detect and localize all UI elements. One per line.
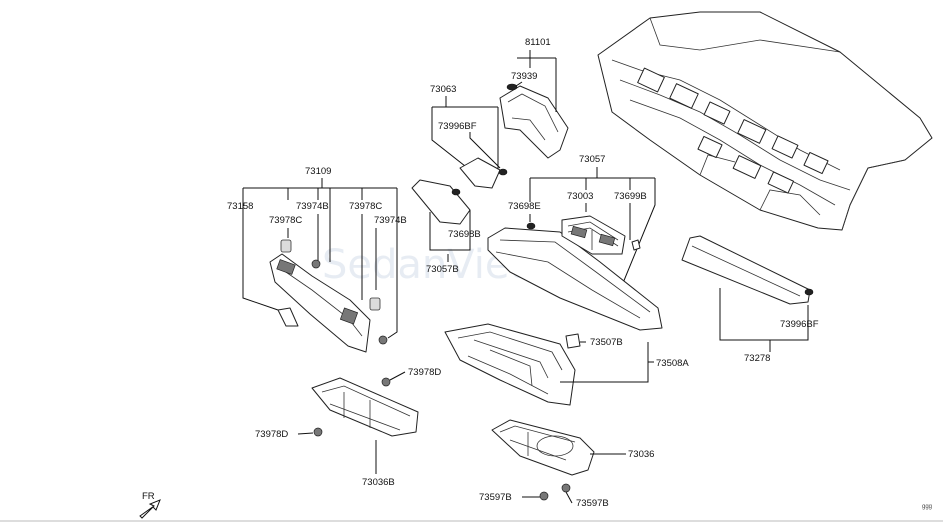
label-73974B-b: 73974B	[374, 215, 407, 226]
label-73507B: 73507B	[590, 337, 623, 348]
part-73974B-screw-b	[378, 335, 388, 345]
front-direction-indicator: FR	[139, 491, 161, 519]
part-73057B-panel	[411, 179, 471, 225]
label-73278: 73278	[744, 353, 770, 364]
part-73508A-glove-box	[444, 323, 576, 406]
label-73003: 73003	[567, 191, 593, 202]
leader-73057	[529, 167, 656, 301]
leader-73109	[242, 178, 398, 339]
part-73978D-clip-a	[381, 377, 391, 387]
corner-code: ggg	[922, 504, 932, 510]
leader-73063	[431, 96, 501, 170]
part-73278-trim-strip	[681, 235, 814, 305]
part-73978C-clip-a	[280, 239, 292, 253]
part-73978C-clip-b	[369, 297, 381, 311]
arrow-icon	[139, 499, 161, 519]
label-73996BF-right: 73996BF	[780, 319, 819, 330]
part-73974B-screw-a	[311, 259, 321, 269]
label-73036B: 73036B	[362, 477, 395, 488]
label-73158: 73158	[227, 201, 253, 212]
label-73597B-b: 73597B	[576, 498, 609, 509]
leader-81101	[517, 50, 557, 112]
part-73597B-clip-b	[561, 483, 571, 493]
label-73939: 73939	[511, 71, 537, 82]
label-73978D-a: 73978D	[408, 367, 441, 378]
instrument-panel	[597, 11, 933, 231]
part-73036B-cover	[311, 377, 419, 437]
label-73996BF-top: 73996BF	[438, 121, 477, 132]
label-73109: 73109	[305, 166, 331, 177]
part-81101-meter-hood	[499, 83, 569, 159]
label-73063: 73063	[430, 84, 456, 95]
label-73057B: 73057B	[426, 264, 459, 275]
label-73698E: 73698E	[508, 201, 541, 212]
part-73507B-latch	[565, 333, 581, 349]
front-label: FR	[142, 491, 155, 502]
part-73036-cover	[491, 419, 595, 476]
part-73063-trim	[459, 157, 508, 189]
label-81101: 81101	[525, 37, 551, 48]
label-73978D-b: 73978D	[255, 429, 288, 440]
label-73978C-a: 73978C	[269, 215, 302, 226]
label-73057: 73057	[579, 154, 605, 165]
part-73158-clip	[277, 307, 299, 327]
label-73036: 73036	[628, 449, 654, 460]
label-73597B-a: 73597B	[479, 492, 512, 503]
part-73978D-clip-b	[313, 427, 323, 437]
label-73699B: 73699B	[614, 191, 647, 202]
label-73698B: 73698B	[448, 229, 481, 240]
label-73974B-a: 73974B	[296, 201, 329, 212]
label-73978C-b: 73978C	[349, 201, 382, 212]
part-73057-center-panel	[487, 222, 663, 331]
label-73508A: 73508A	[656, 358, 689, 369]
part-73597B-clip-a	[539, 491, 549, 501]
leader-73278	[719, 288, 809, 352]
part-73003-vent	[561, 215, 626, 255]
part-73109-lower-panel	[269, 253, 371, 353]
leader-73057B	[429, 210, 471, 251]
